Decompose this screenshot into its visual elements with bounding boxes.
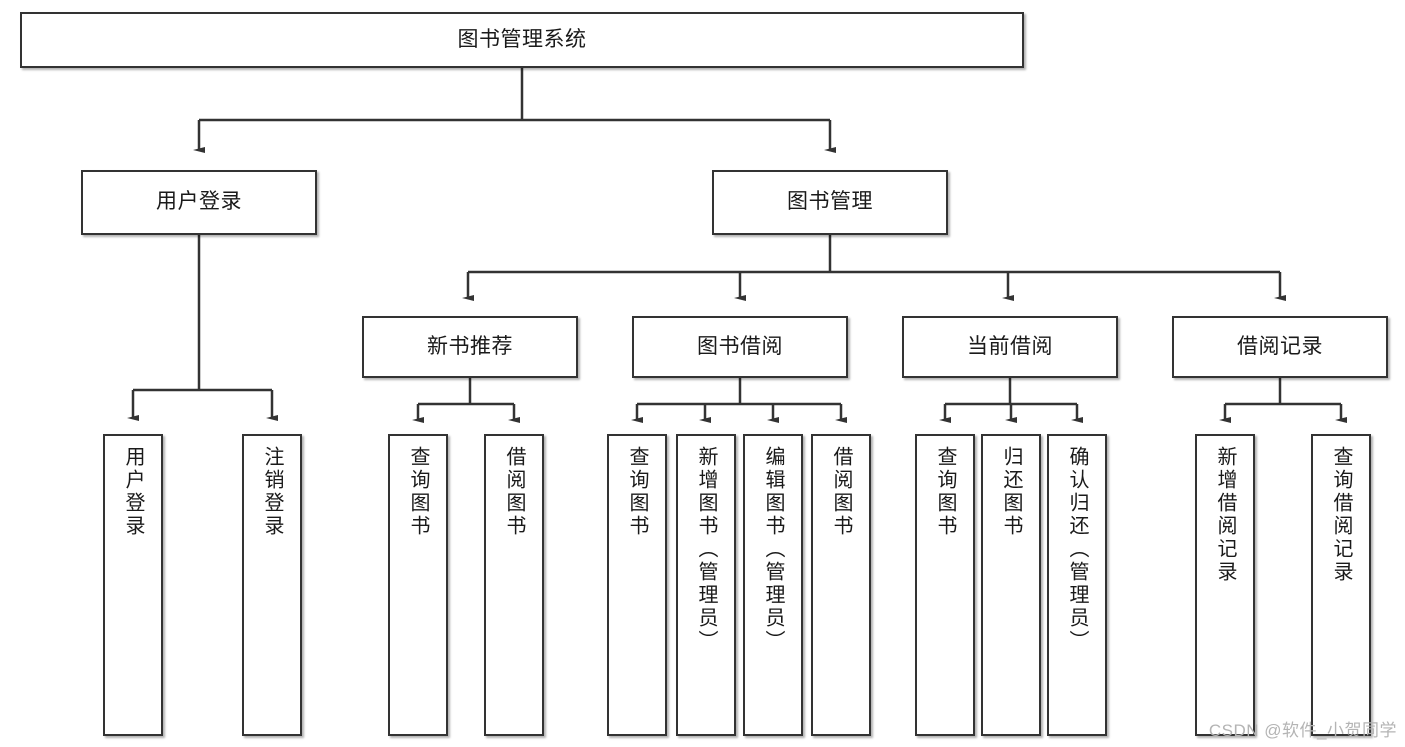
node-leaf-edit-book[interactable]: 编辑图书（管理员） [743,434,803,736]
node-book-borrow[interactable]: 图书借阅 [632,316,848,378]
node-label: 新书推荐 [427,334,513,358]
node-book-management[interactable]: 图书管理 [712,170,948,235]
node-label: 借阅图书 [503,446,525,538]
node-leaf-add-book[interactable]: 新增图书（管理员） [676,434,736,736]
node-leaf-add-borrow-record[interactable]: 新增借阅记录 [1195,434,1255,736]
node-label: 新增图书（管理员） [695,446,717,653]
node-label: 新增借阅记录 [1214,446,1236,584]
node-label: 查询图书 [626,446,648,538]
node-label: 当前借阅 [967,334,1053,358]
node-leaf-borrow-book-1[interactable]: 借阅图书 [484,434,544,736]
node-label: 编辑图书（管理员） [762,446,784,653]
node-label: 用户登录 [122,446,144,538]
node-root-book-management-system[interactable]: 图书管理系统 [20,12,1024,68]
node-user-login[interactable]: 用户登录 [81,170,317,235]
node-leaf-query-borrow-record[interactable]: 查询借阅记录 [1311,434,1371,736]
node-borrow-record[interactable]: 借阅记录 [1172,316,1388,378]
node-leaf-query-book-2[interactable]: 查询图书 [607,434,667,736]
csdn-watermark: CSDN @软件_小贺同学 [1208,721,1397,740]
node-current-borrow[interactable]: 当前借阅 [902,316,1118,378]
node-label: 查询图书 [934,446,956,538]
node-label: 用户登录 [156,190,242,214]
node-label: 查询借阅记录 [1330,446,1352,584]
node-leaf-return-book[interactable]: 归还图书 [981,434,1041,736]
node-label: 图书借阅 [697,334,783,358]
node-label: 注销登录 [261,446,283,538]
node-label: 图书管理系统 [457,27,587,51]
node-label: 借阅记录 [1237,334,1323,358]
node-leaf-query-book-1[interactable]: 查询图书 [388,434,448,736]
node-leaf-user-logout[interactable]: 注销登录 [242,434,302,736]
node-label: 确认归还（管理员） [1066,446,1088,653]
node-label: 归还图书 [1000,446,1022,538]
node-label: 查询图书 [407,446,429,538]
node-leaf-user-login[interactable]: 用户登录 [103,434,163,736]
node-leaf-query-book-3[interactable]: 查询图书 [915,434,975,736]
node-leaf-confirm-return[interactable]: 确认归还（管理员） [1047,434,1107,736]
node-label: 借阅图书 [830,446,852,538]
node-new-book-recommend[interactable]: 新书推荐 [362,316,578,378]
node-leaf-borrow-book-2[interactable]: 借阅图书 [811,434,871,736]
node-label: 图书管理 [787,190,873,214]
